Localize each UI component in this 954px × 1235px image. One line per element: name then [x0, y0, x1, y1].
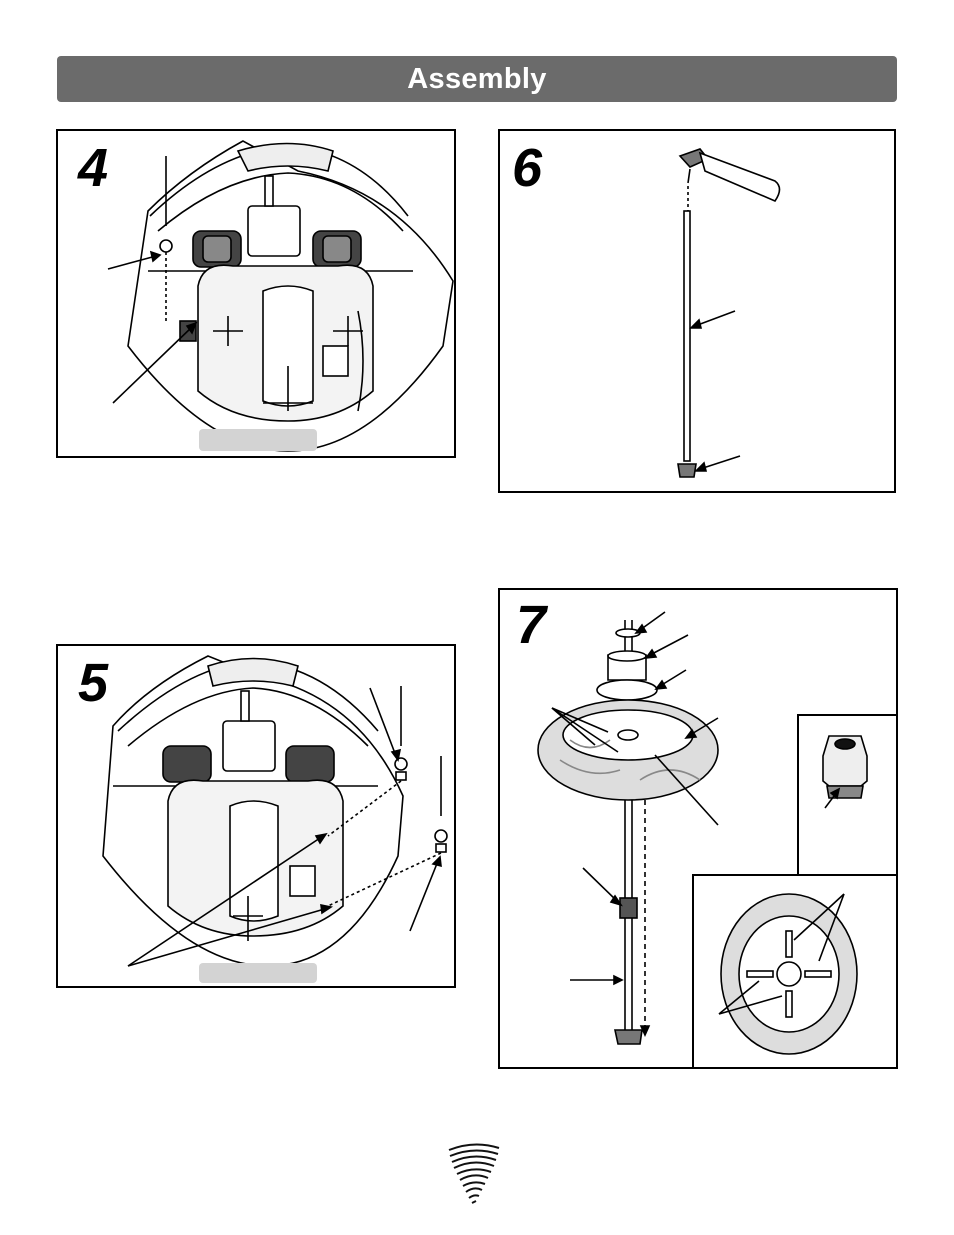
section-header: Assembly: [57, 56, 897, 102]
cap-nut-icon: [799, 716, 896, 875]
step-4-panel: 4: [56, 129, 456, 458]
tornado-logo-icon: [444, 1140, 504, 1208]
wheel-face-icon: [694, 876, 896, 1069]
vehicle-underside-illustration: [58, 131, 456, 458]
vehicle-underside-illustration-2: [58, 646, 456, 988]
section-title: Assembly: [407, 63, 546, 96]
hammer-axle-illustration: [500, 131, 896, 493]
step-5-label-pill: [199, 963, 317, 983]
step-5-panel: 5: [56, 644, 456, 988]
wheel-face-inset: [692, 874, 898, 1069]
step-6-panel: 6: [498, 129, 896, 493]
step-7-panel: 7: [498, 588, 898, 1069]
nut-inset: [797, 714, 898, 877]
step-4-label-pill: [199, 429, 317, 451]
